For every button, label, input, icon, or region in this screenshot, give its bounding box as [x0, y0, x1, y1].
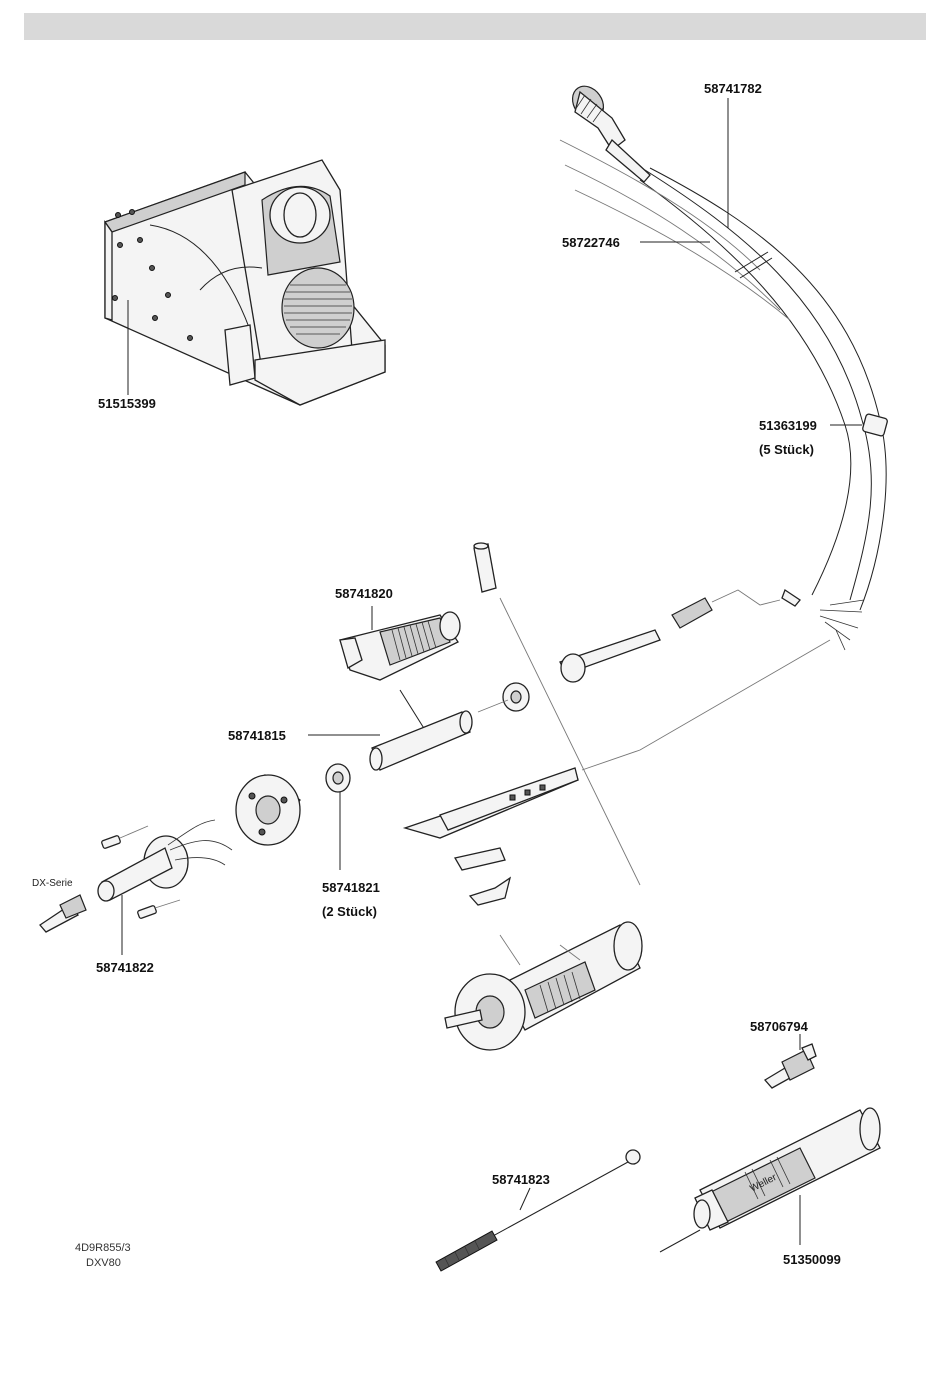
label-tube: 58741815 [228, 728, 286, 743]
label-seal-qty: (2 Stück) [322, 904, 377, 919]
label-seal: 58741821 [322, 880, 380, 895]
label-nozzle-holder: 58741822 [96, 960, 154, 975]
cable-illustration [560, 80, 886, 650]
seal-illustration [326, 764, 350, 870]
cleaning-brush-illustration [436, 1150, 640, 1271]
soldering-stand-illustration [105, 160, 385, 405]
handle-illustration: Weller [660, 1108, 880, 1252]
assembled-head-illustration [445, 922, 642, 1050]
tube-illustration [308, 700, 508, 770]
label-cable-connector: 58741782 [704, 81, 762, 96]
heating-housing-illustration [340, 606, 460, 730]
document-code: 4D9R855/3 [75, 1242, 131, 1254]
heater-plate-illustration [405, 640, 830, 905]
label-handle: 51350099 [783, 1252, 841, 1267]
label-clip: 51363199 [759, 418, 817, 433]
label-clip-qty: (5 Stück) [759, 442, 814, 457]
pin-and-spring-illustration [474, 543, 780, 885]
label-cable-hose: 58722746 [562, 235, 620, 250]
flange-illustration [236, 775, 300, 845]
label-nozzle: 58706794 [750, 1019, 809, 1034]
label-stand: 51515399 [98, 396, 156, 411]
clip-illustration [830, 413, 888, 436]
label-nozzle-series: DX-Serie [32, 878, 73, 889]
document-model: DXV80 [86, 1257, 121, 1269]
label-heating-housing: 58741820 [335, 586, 393, 601]
nozzle-illustration [765, 1034, 816, 1088]
label-cleaning-brush: 58741823 [492, 1172, 550, 1187]
